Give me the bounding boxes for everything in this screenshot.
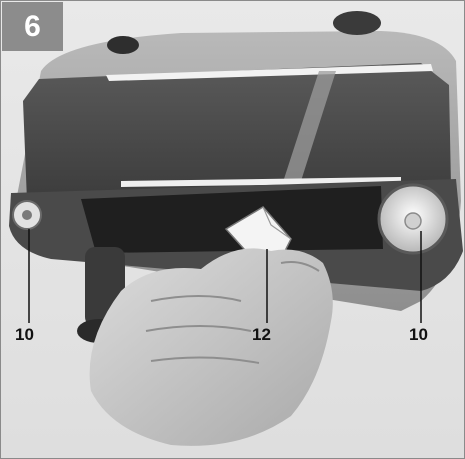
finger-crease-3 bbox=[150, 356, 260, 364]
callout-left-roller: 10 bbox=[15, 325, 34, 344]
callout-right-roller: 10 bbox=[409, 325, 428, 344]
side-knob bbox=[107, 36, 139, 54]
belt-joint-line bbox=[283, 71, 336, 182]
step-number-badge: 6 bbox=[2, 2, 63, 51]
finger-crease-2 bbox=[145, 325, 252, 332]
hand bbox=[89, 248, 333, 446]
belt-bottom-edge bbox=[121, 177, 401, 187]
belt-edge-highlight bbox=[106, 64, 433, 81]
callout-tension-lever: 12 bbox=[252, 325, 271, 344]
right-roller-hub bbox=[404, 212, 422, 230]
tension-lever-edge bbox=[262, 206, 292, 240]
belt-cavity bbox=[81, 186, 383, 253]
finger-crease-1 bbox=[150, 295, 242, 302]
sanding-belt bbox=[23, 63, 451, 201]
thumb-crease bbox=[280, 261, 320, 272]
top-knob bbox=[333, 11, 381, 35]
left-roller-hub bbox=[22, 210, 32, 220]
